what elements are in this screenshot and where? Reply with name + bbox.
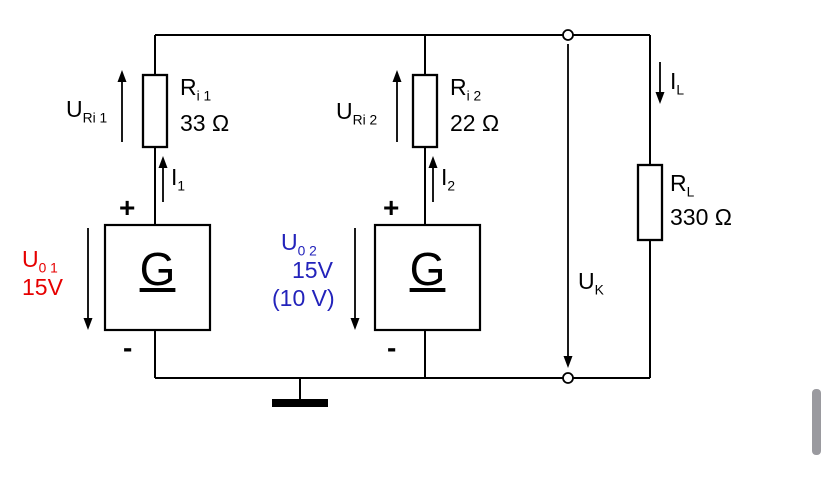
label-plus2: + bbox=[383, 192, 400, 223]
i-l-arrow-icon bbox=[655, 62, 665, 104]
label-u-02-value2: (10 V) bbox=[272, 285, 335, 311]
label-minus2: - bbox=[387, 332, 397, 363]
label-u-02: U0 2 bbox=[281, 229, 317, 259]
u-02-arrow-icon bbox=[350, 228, 360, 330]
label-minus1: - bbox=[123, 332, 133, 363]
i1-arrow-icon bbox=[158, 156, 168, 202]
label-u-ri2: URi 2 bbox=[336, 98, 378, 128]
label-r-i2: Ri 2 bbox=[450, 74, 482, 104]
label-u-02-value: 15V bbox=[292, 257, 333, 283]
generator1-symbol: G bbox=[139, 243, 176, 295]
u-ri2-arrow-icon bbox=[392, 70, 402, 142]
u-k-arrow-icon bbox=[563, 44, 573, 368]
i2-arrow-icon bbox=[428, 156, 438, 202]
u-ri1-arrow-icon bbox=[117, 70, 127, 142]
label-i2: I2 bbox=[441, 164, 456, 194]
label-r-i1: Ri 1 bbox=[180, 74, 212, 104]
label-plus1: + bbox=[119, 192, 136, 223]
generator2-symbol: G bbox=[409, 243, 446, 295]
resistor-ri1-box bbox=[141, 73, 169, 149]
u-01-arrow-icon bbox=[83, 228, 93, 330]
label-u-01: U0 1 bbox=[22, 246, 58, 276]
up-arrows bbox=[117, 70, 438, 202]
generator1-box bbox=[103, 223, 212, 332]
label-r-l-value: 330 Ω bbox=[670, 204, 732, 230]
label-r-l: RL bbox=[670, 170, 695, 200]
generator2-box bbox=[373, 223, 482, 332]
node-top-icon bbox=[562, 29, 574, 41]
label-u-ri1: URi 1 bbox=[66, 96, 108, 126]
label-i-l: IL bbox=[670, 68, 685, 98]
label-u-k: UK bbox=[578, 268, 604, 298]
wires bbox=[154, 34, 651, 400]
label-i1: I1 bbox=[171, 164, 186, 194]
resistor-rl-box bbox=[636, 163, 664, 242]
node-bottom-icon bbox=[562, 372, 574, 384]
label-r-i2-value: 22 Ω bbox=[450, 110, 500, 136]
label-r-i1-value: 33 Ω bbox=[180, 110, 230, 136]
down-arrows bbox=[83, 44, 665, 368]
resistor-ri2-box bbox=[411, 73, 439, 149]
label-u-01-value: 15V bbox=[22, 274, 63, 300]
scrollbar-thumb[interactable] bbox=[812, 389, 821, 455]
